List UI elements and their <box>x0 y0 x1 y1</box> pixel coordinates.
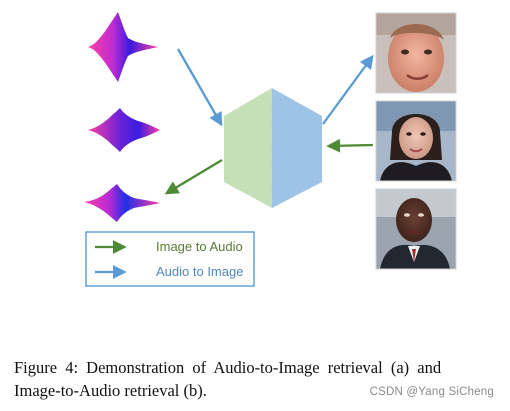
legend-audio-to-image-label: Audio to Image <box>156 264 243 279</box>
face-man-bottom <box>375 188 457 270</box>
arrow-hexagon-to-audio <box>164 159 223 195</box>
embedding-hexagon <box>224 88 322 208</box>
hexagon-right-half <box>272 88 322 208</box>
figure-caption: Figure 4: Demonstration of Audio-to-Imag… <box>14 356 502 402</box>
waveform-bottom <box>84 184 160 222</box>
arrow-hexagon-to-face <box>322 54 374 125</box>
waveform-top <box>88 12 158 82</box>
csdn-watermark: CSDN @Yang SiCheng <box>369 386 494 398</box>
legend-image-to-audio-label: Image to Audio <box>156 239 243 254</box>
caption-line-2: Image-to-Audio retrieval (b). <box>14 381 207 400</box>
legend: Image to Audio Audio to Image <box>85 231 255 287</box>
caption-line-1: Figure 4: Demonstration of Audio-to-Imag… <box>14 358 442 377</box>
hexagon-left-half <box>224 88 272 208</box>
waveform-middle <box>88 108 160 152</box>
face-woman-middle <box>375 100 457 182</box>
arrow-face-to-hexagon <box>326 138 374 153</box>
arrow-audio-to-hexagon <box>177 48 223 127</box>
face-man-top <box>375 12 457 94</box>
